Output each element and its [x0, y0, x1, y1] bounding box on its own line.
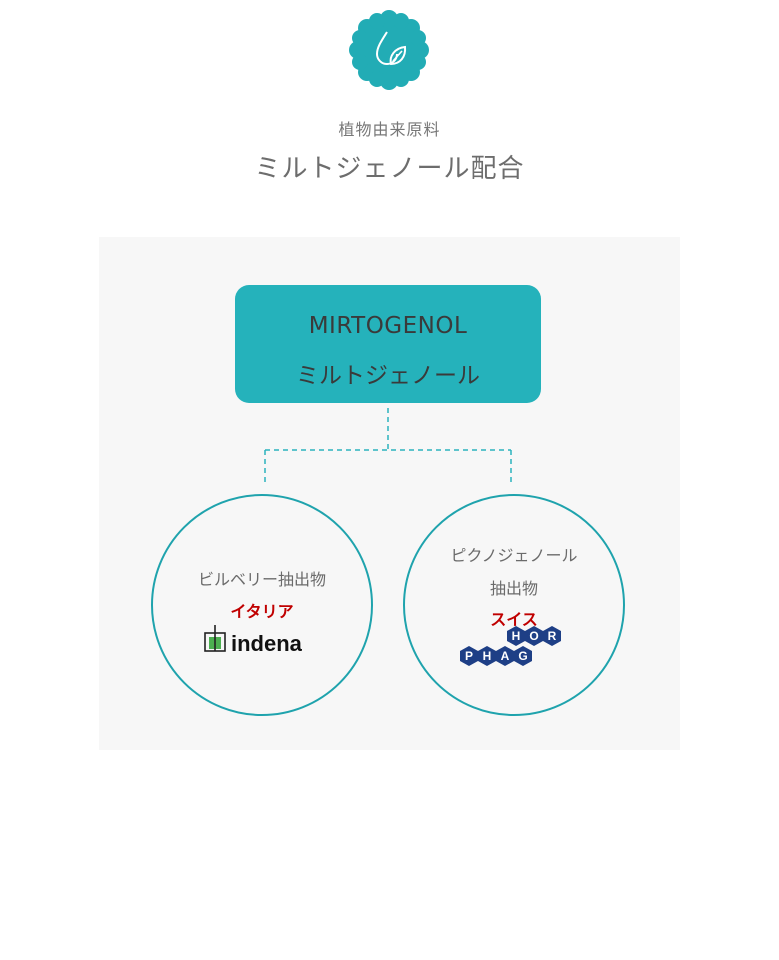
source-name-pycnogenol-line2: 抽出物: [489, 579, 538, 598]
indena-logo: indena: [203, 623, 325, 657]
logo-letter: O: [529, 629, 538, 643]
logo-letter: P: [465, 649, 473, 663]
logo-letter: H: [512, 629, 521, 643]
source-name-pycnogenol-line1: ピクノジェノール: [450, 546, 578, 565]
header-subtitle: 植物由来原料: [338, 120, 441, 139]
horphag-logo: H O R P H A G: [460, 626, 570, 670]
logo-letter: G: [518, 649, 527, 663]
logo-letter: R: [548, 629, 557, 643]
source-name-bilberry: ビルベリー抽出物: [197, 570, 326, 589]
source-circle-bilberry: [151, 494, 373, 716]
page-title: ミルトジェノール配合: [254, 154, 525, 184]
source-country-italy: イタリア: [230, 602, 294, 621]
logo-letter: H: [483, 649, 492, 663]
main-ingredient-name-en: MIRTOGENOL: [308, 313, 468, 339]
main-ingredient-box: [235, 285, 541, 403]
svg-text:indena: indena: [231, 631, 303, 656]
source-circle-pycnogenol: [403, 494, 625, 716]
water-drop-leaf-icon: [349, 10, 429, 90]
logo-letter: A: [501, 649, 510, 663]
main-ingredient-name-jp: ミルトジェノール: [296, 363, 480, 389]
source-country-switzerland: スイス: [490, 610, 538, 629]
